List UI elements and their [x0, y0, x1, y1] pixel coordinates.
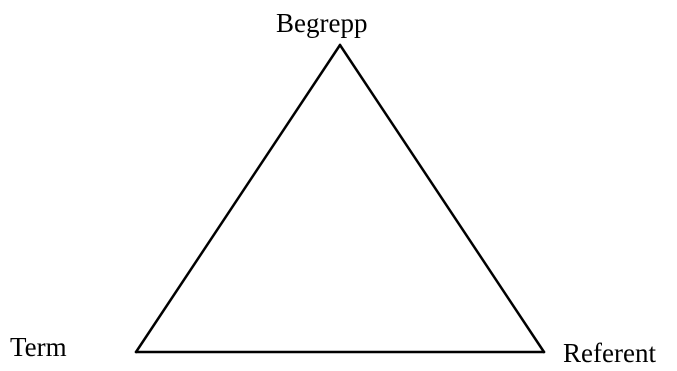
edge-top-right — [338, 43, 546, 354]
vertex-label-referent: Referent — [563, 338, 656, 368]
vertex-label-term: Term — [10, 332, 67, 362]
edge-top-left — [134, 43, 342, 354]
vertex-label-begrepp: Begrepp — [276, 8, 368, 38]
